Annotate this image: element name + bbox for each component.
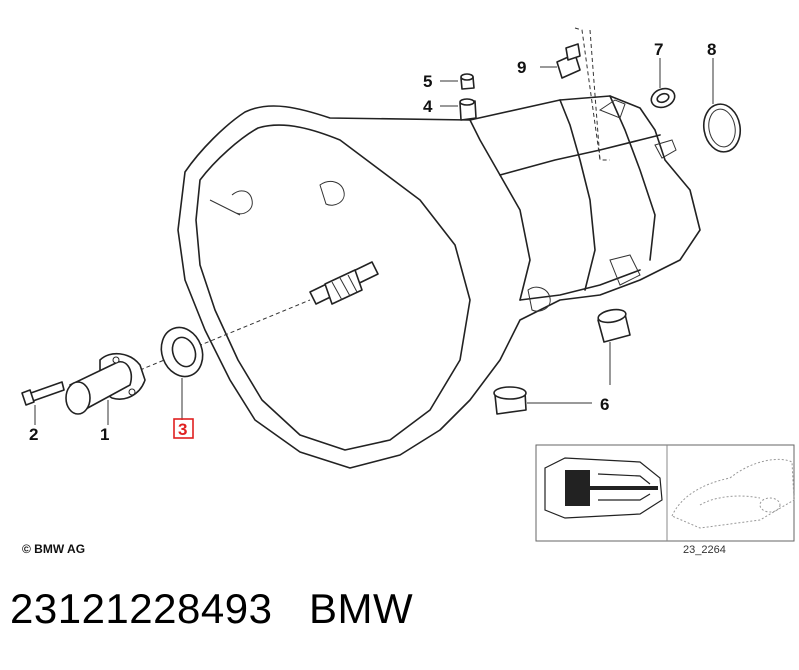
inset-gearbox-section xyxy=(544,457,663,519)
inset-thumbnail: 23_2264 xyxy=(535,444,795,556)
part-switch-9 xyxy=(540,43,581,79)
callout-6: 6 xyxy=(600,395,609,414)
part-number: 23121228493 xyxy=(10,585,273,632)
callout-3: 3 xyxy=(178,420,187,439)
part-plug-5 xyxy=(440,73,475,90)
part-guide-sleeve xyxy=(65,352,146,425)
callout-4: 4 xyxy=(423,97,433,116)
part-o-ring-8 xyxy=(702,58,742,153)
callout-7: 7 xyxy=(654,40,663,59)
part-number-caption: 23121228493 BMW xyxy=(10,585,413,633)
part-bolt xyxy=(21,381,65,425)
diagram-reference-code: 23_2264 xyxy=(683,544,726,556)
callout-3-highlight-box xyxy=(173,418,194,439)
callout-1: 1 xyxy=(100,425,109,444)
part-plug-4 xyxy=(440,98,477,121)
gearbox-exploded-diagram: .ln { fill: none; stroke: #222; stroke-w… xyxy=(21,27,795,556)
brand-name: BMW xyxy=(308,585,414,632)
inset-car-outline xyxy=(671,458,795,529)
part-seal-ring-7 xyxy=(650,58,676,109)
copyright-notice: © BMW AG xyxy=(22,542,85,556)
callout-labels: 1 2 3 4 5 6 7 8 9 xyxy=(29,40,716,444)
part-shaft-seal xyxy=(160,326,204,420)
transmission-housing xyxy=(177,95,701,469)
part-screw-plug-6 xyxy=(493,308,631,415)
callout-9: 9 xyxy=(517,58,526,77)
callout-8: 8 xyxy=(707,40,716,59)
callout-2: 2 xyxy=(29,425,38,444)
callout-5: 5 xyxy=(423,72,432,91)
